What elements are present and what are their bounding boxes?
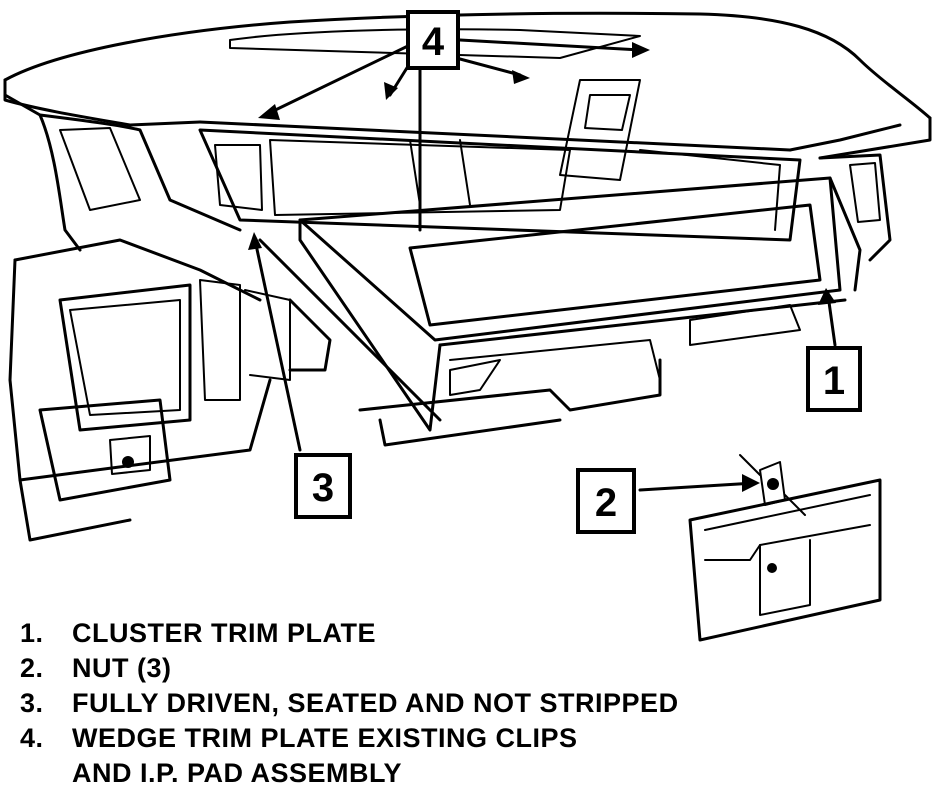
cluster-trim-plate [298, 176, 862, 447]
ip-pad-assembly [3, 11, 932, 160]
legend-item-2: 2. NUT (3) [20, 651, 920, 686]
callout-2: 2 [576, 468, 636, 534]
legend-item-4-continuation: AND I.P. PAD ASSEMBLY [72, 758, 403, 788]
callout-1-label: 1 [823, 359, 845, 403]
legend-item-number: 1. [20, 618, 44, 648]
cluster-opening [198, 79, 802, 242]
arrowheads [248, 42, 836, 492]
callout-1: 1 [806, 346, 862, 412]
callout-4: 4 [406, 10, 460, 70]
legend-item-number: 4. [20, 723, 44, 753]
legend-item-number: 2. [20, 653, 44, 683]
legend-item-3: 3. FULLY DRIVEN, SEATED AND NOT STRIPPED [20, 686, 920, 721]
legend-item-number: 3. [20, 688, 44, 718]
parts-legend: 1. CLUSTER TRIM PLATE 2. NUT (3) 3. FULL… [20, 616, 920, 791]
left-dash-housing [3, 93, 332, 542]
leader-lines [253, 38, 837, 492]
callout-4-label: 4 [422, 20, 445, 64]
callout-3: 3 [294, 453, 352, 519]
legend-item-text: NUT (3) [72, 653, 172, 683]
callout-2-label: 2 [595, 481, 617, 525]
legend-item-text: CLUSTER TRIM PLATE [72, 618, 376, 648]
callout-3-label: 3 [312, 466, 334, 510]
legend-item-text: FULLY DRIVEN, SEATED AND NOT STRIPPED [72, 688, 679, 718]
legend-item-4: 4. WEDGE TRIM PLATE EXISTING CLIPS [20, 721, 920, 756]
legend-item-1: 1. CLUSTER TRIM PLATE [20, 616, 920, 651]
legend-item-text: WEDGE TRIM PLATE EXISTING CLIPS [72, 723, 578, 753]
right-dash-housing [788, 123, 902, 262]
nut-detail-inset [688, 454, 882, 642]
